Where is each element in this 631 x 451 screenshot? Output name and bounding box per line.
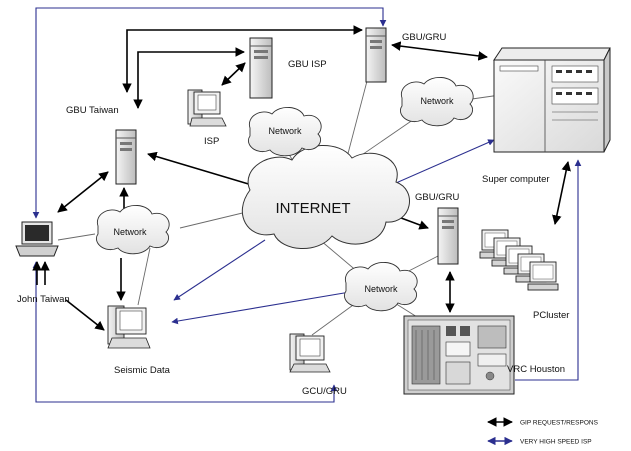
network-taiwan-label: Network xyxy=(113,227,147,237)
gbu-gru-mid-server-icon xyxy=(437,207,459,265)
super-computer-label: Super computer xyxy=(482,174,550,185)
gbu-gru-top-server-icon xyxy=(365,27,387,83)
blue-link-internet-supercomputer xyxy=(379,139,495,191)
gbu-isp-server-icon xyxy=(249,37,273,99)
blue-link-network-seismic xyxy=(171,291,351,325)
internet-cloud: INTERNET xyxy=(241,145,410,249)
blue-link-bottom-loop xyxy=(32,261,338,403)
gcu-workstation-icon xyxy=(289,333,331,373)
link-network-seismic xyxy=(137,247,151,306)
gcu-gru-label: GCU/GRU xyxy=(302,386,347,397)
supercomputer-icon xyxy=(493,47,611,153)
vrc-houston-label: VRC Houston xyxy=(507,364,565,375)
legend-black-label: GIP REQUEST/RESPONS xyxy=(520,420,599,427)
vrc-board-icon xyxy=(403,315,515,395)
black-links xyxy=(32,25,571,331)
black-link-internet-gbu-taiwan xyxy=(147,151,263,189)
blue-link-internet-seismic xyxy=(173,239,266,301)
gbu-gru-mid-label: GBU/GRU xyxy=(415,192,459,203)
pcluster-label: PCluster xyxy=(533,310,569,321)
john-taiwan-label: John Taiwan xyxy=(17,294,70,305)
black-link-supercomputer-pcluster xyxy=(552,161,571,225)
network-cloud-taiwan: Network xyxy=(96,205,170,255)
blue-link-vrc-supercomputer xyxy=(515,159,582,381)
gbu-gru-top-label: GBU/GRU xyxy=(402,32,446,43)
network-supercomputer-label: Network xyxy=(420,96,454,106)
blue-link-top-loop xyxy=(32,7,387,219)
seismic-data-label: Seismic Data xyxy=(114,365,171,376)
legend: GIP REQUEST/RESPONS VERY HIGH SPEED ISP xyxy=(487,417,599,446)
isp-label: ISP xyxy=(204,136,219,147)
link-network-john xyxy=(57,233,96,241)
black-link-gbu-gru-supercomputer xyxy=(391,41,488,61)
legend-blue-label: VERY HIGH SPEED ISP xyxy=(520,439,592,446)
black-link-gbu-taiwan-gbu-gru xyxy=(122,25,363,93)
laptop-icon xyxy=(15,221,59,257)
gbu-taiwan-label: GBU Taiwan xyxy=(66,105,119,116)
isp-workstation-icon xyxy=(187,89,227,127)
network-isp-label: Network xyxy=(268,126,302,136)
gbu-taiwan-server-icon xyxy=(115,129,137,185)
black-link-john-gbu-taiwan xyxy=(57,171,109,213)
black-link-isp-gbu-isp xyxy=(221,62,246,86)
blue-links xyxy=(32,7,582,403)
black-link-gbu-taiwan-gbu-isp xyxy=(133,47,245,109)
black-link-john-seismic xyxy=(65,299,105,331)
internet-label: INTERNET xyxy=(276,200,351,217)
network-houston-label: Network xyxy=(364,284,398,294)
pcluster-icon xyxy=(479,229,559,291)
seismic-workstation-icon xyxy=(107,305,151,349)
gbu-isp-label: GBU ISP xyxy=(288,59,327,70)
network-cloud-supercomputer: Network xyxy=(400,77,474,127)
network-cloud-houston: Network xyxy=(344,262,418,312)
network-cloud-isp: Network xyxy=(248,107,322,157)
